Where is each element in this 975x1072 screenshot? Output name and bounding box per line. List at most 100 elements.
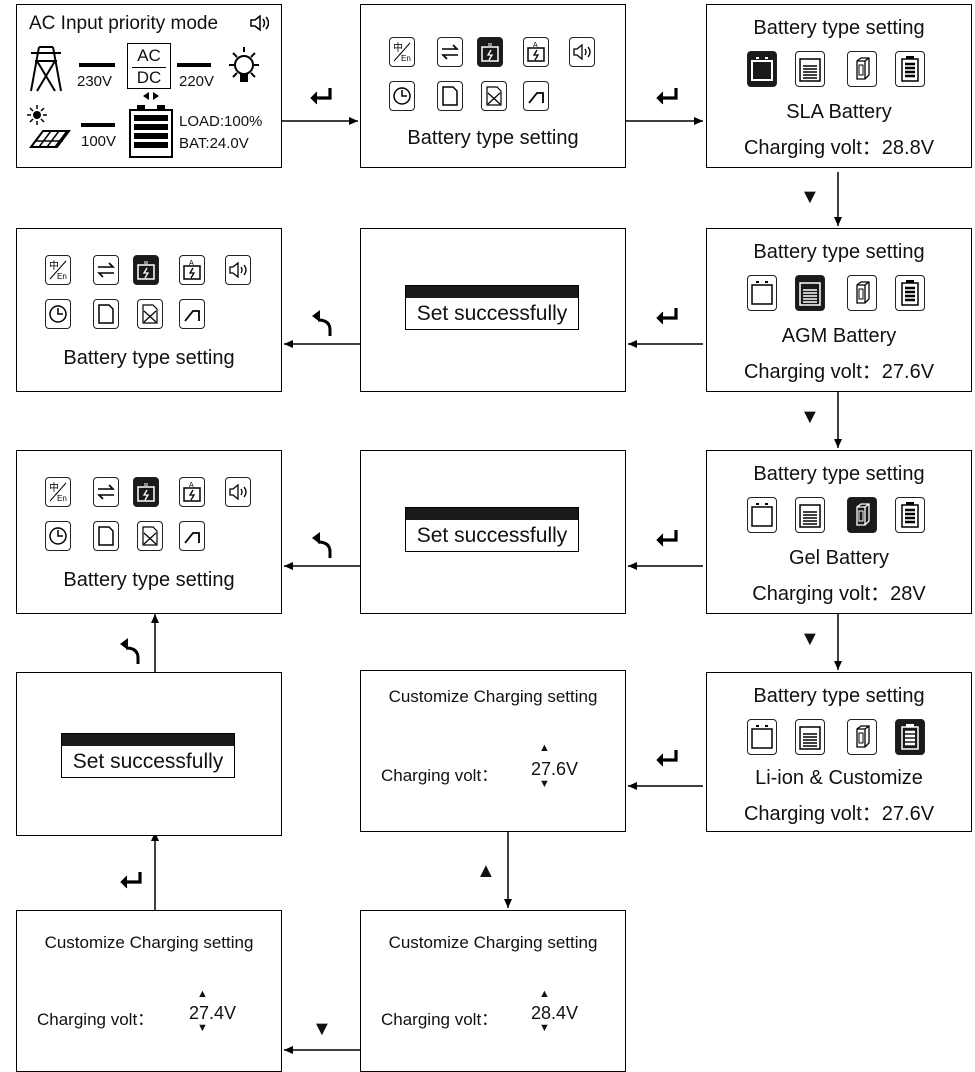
down-key-symbol: ▼ — [800, 406, 820, 428]
up-key-symbol: ▲ — [476, 860, 496, 882]
lang-en: En — [57, 494, 67, 503]
battery-type-icon — [477, 37, 503, 67]
flow-direction-icon — [143, 92, 159, 100]
curve-icon — [179, 521, 205, 551]
dc-label: DC — [136, 68, 162, 87]
status-screen: AC Input priority mode 230V AC DC 220V 1… — [16, 4, 282, 168]
battery-level-icon — [129, 105, 173, 158]
enter-key-icon — [310, 88, 332, 105]
success-message: Set successfully — [416, 302, 568, 325]
return-key-icon — [312, 310, 332, 336]
enter-key-icon — [656, 88, 678, 105]
buzzer-icon — [225, 477, 251, 507]
battery-type-screen-li-ion: Battery type setting Li-ion & Customize … — [706, 672, 972, 832]
light-bulb-icon — [229, 47, 259, 82]
page-icon — [93, 521, 119, 551]
speaker-icon — [250, 14, 269, 32]
down-key-symbol: ▼ — [312, 1018, 332, 1040]
ac-label: AC — [137, 46, 161, 65]
customize-title: Customize Charging setting — [388, 687, 598, 706]
reset-icon — [137, 521, 163, 551]
load-percent: LOAD:100% — [179, 113, 263, 130]
gel-battery-icon — [847, 719, 877, 755]
page-icon — [93, 299, 119, 329]
li-ion-battery-icon — [895, 275, 925, 311]
li-ion-battery-icon — [895, 497, 925, 533]
success-screen: Set successfully — [360, 228, 626, 392]
lang-zh: 中 — [49, 259, 59, 272]
battery-type-name: SLA Battery — [786, 101, 892, 123]
battery-type-name: AGM Battery — [781, 325, 897, 347]
reset-icon — [481, 81, 507, 111]
battery-type-screen-sla: Battery type setting SLA Battery Chargin… — [706, 4, 972, 168]
pv-voltage: 100V — [81, 133, 117, 150]
gel-battery-icon — [847, 275, 877, 311]
down-key-symbol: ▼ — [800, 186, 820, 208]
svg-text:A: A — [189, 260, 194, 267]
battery-screen-title: Battery type setting — [753, 241, 925, 263]
battery-type-icon — [133, 255, 159, 285]
return-key-icon — [312, 532, 332, 558]
lang-en: En — [401, 54, 411, 63]
agm-battery-icon — [795, 719, 825, 755]
clock-icon — [389, 81, 415, 111]
agm-battery-icon — [795, 51, 825, 87]
customize-title: Customize Charging setting — [388, 933, 598, 952]
lang-en: En — [57, 272, 67, 281]
curve-icon — [523, 81, 549, 111]
customize-screen: Customize Charging setting Charging volt… — [360, 670, 626, 832]
li-ion-battery-icon — [895, 51, 925, 87]
battery-type-icon — [133, 477, 159, 507]
sla-battery-icon — [747, 719, 777, 755]
charging-volt-readout: Charging volt：28V — [752, 583, 926, 605]
charge-current-icon: A — [179, 477, 205, 507]
reset-icon — [137, 299, 163, 329]
enter-key-icon — [656, 308, 678, 325]
charging-volt-value: 28.4V — [531, 1003, 579, 1023]
li-ion-battery-icon — [895, 719, 925, 755]
priority-swap-icon — [437, 37, 463, 67]
charging-volt-value: 27.6V — [531, 759, 579, 779]
battery-type-screen-gel: Battery type setting Gel Battery Chargin… — [706, 450, 972, 614]
sla-battery-icon — [747, 51, 777, 87]
charging-volt-readout: Charging volt：28.8V — [743, 137, 935, 159]
increase-arrow-icon: ▲ — [539, 742, 550, 754]
agm-battery-icon — [795, 275, 825, 311]
charging-volt-value: 27.4V — [189, 1003, 237, 1023]
ac-input-voltage: 230V — [77, 73, 113, 90]
success-dialog: Set successfully — [61, 733, 235, 778]
increase-arrow-icon: ▲ — [539, 988, 550, 1000]
success-screen: Set successfully — [360, 450, 626, 614]
battery-screen-title: Battery type setting — [753, 17, 925, 39]
dialog-title-bar — [406, 508, 578, 520]
buzzer-icon — [225, 255, 251, 285]
svg-text:A: A — [533, 42, 538, 49]
charging-volt-label: Charging volt： — [37, 1010, 155, 1029]
battery-screen-title: Battery type setting — [753, 463, 925, 485]
priority-swap-icon — [93, 477, 119, 507]
enter-key-icon — [656, 530, 678, 547]
charge-current-icon: A — [523, 37, 549, 67]
dotted-line-icon — [177, 63, 211, 67]
clock-icon — [45, 521, 71, 551]
curve-icon — [179, 299, 205, 329]
power-tower-icon — [30, 46, 62, 92]
charge-current-icon: A — [179, 255, 205, 285]
gel-battery-icon — [847, 51, 877, 87]
dialog-title-bar — [62, 734, 234, 746]
charging-volt-readout: Charging volt：27.6V — [743, 361, 935, 383]
decrease-arrow-icon: ▼ — [539, 1022, 550, 1034]
success-dialog: Set successfully — [405, 507, 579, 552]
lang-zh: 中 — [49, 481, 59, 494]
dotted-line-icon — [81, 123, 115, 127]
customize-title: Customize Charging setting — [44, 933, 254, 952]
decrease-arrow-icon: ▼ — [197, 1022, 208, 1034]
ac-dc-converter-icon: AC DC — [127, 43, 171, 89]
customize-screen: Customize Charging setting Charging volt… — [360, 910, 626, 1072]
battery-screen-title: Battery type setting — [753, 685, 925, 707]
